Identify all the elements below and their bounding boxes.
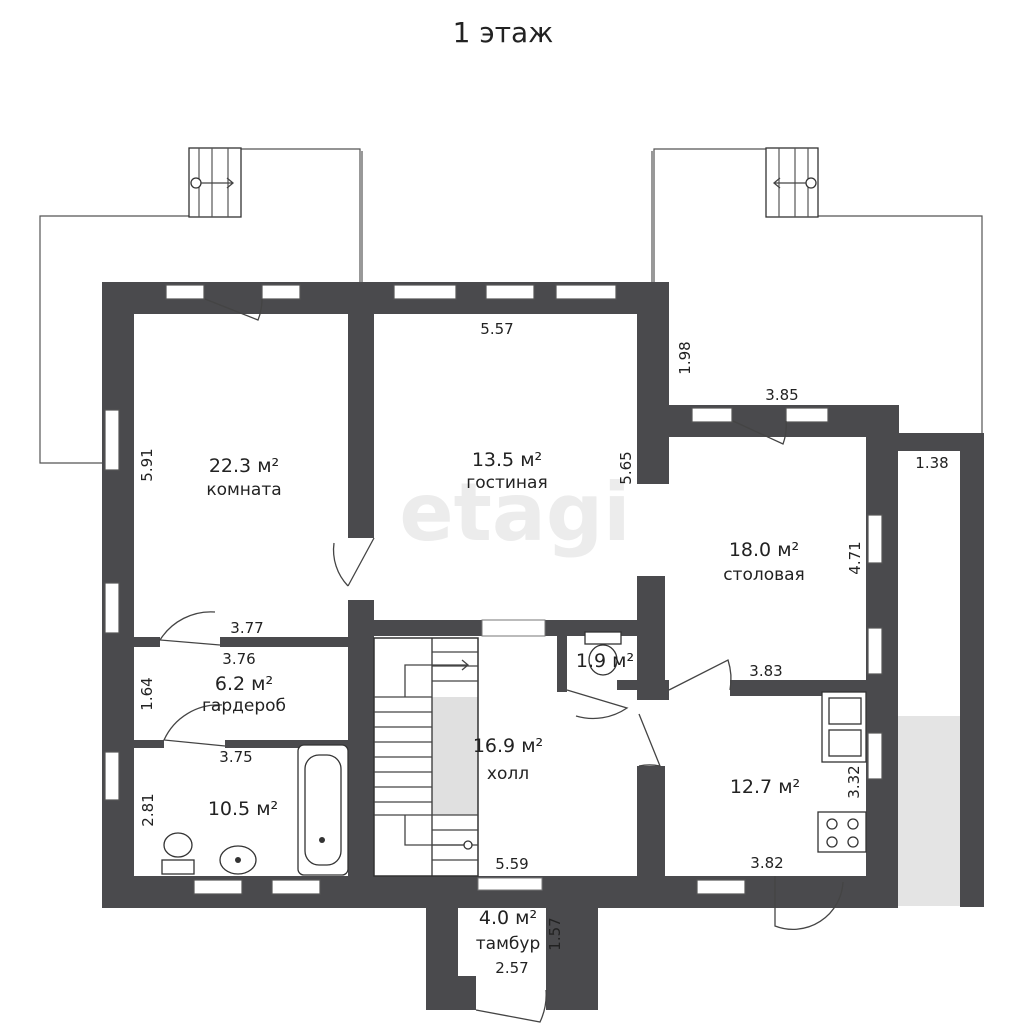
dim-strip-width: 1.38 bbox=[915, 454, 948, 472]
sink-bathroom bbox=[219, 845, 257, 875]
room-area-holl: 16.9 м² bbox=[473, 735, 543, 757]
dim-bathroom-width: 3.75 bbox=[219, 748, 252, 766]
dim-garderob-width: 3.76 bbox=[222, 650, 255, 668]
terrace-right bbox=[651, 148, 983, 433]
watermark: etagi bbox=[399, 466, 630, 559]
room-area-tambur: 4.0 м² bbox=[479, 907, 537, 929]
dim-garderob-height: 1.64 bbox=[138, 677, 156, 710]
dim-kitchen-height: 3.32 bbox=[845, 765, 863, 798]
dim-bathroom-height: 2.81 bbox=[139, 793, 157, 826]
room-area-stolovaya: 18.0 м² bbox=[729, 539, 799, 561]
stair-landing bbox=[432, 697, 478, 815]
terrace-steps-left bbox=[188, 147, 242, 218]
dim-tambur-width: 2.57 bbox=[495, 959, 528, 977]
dim-komnata-bottom: 3.77 bbox=[230, 619, 263, 637]
kitchen-sink bbox=[821, 691, 867, 763]
room-name-gostinaya: гостиная bbox=[466, 473, 547, 493]
room-area-komnata: 22.3 м² bbox=[209, 455, 279, 477]
windows bbox=[104, 284, 883, 895]
room-name-holl: холл bbox=[487, 764, 529, 784]
room-area-gostinaya: 13.5 м² bbox=[472, 449, 542, 471]
floor-title: 1 этаж bbox=[453, 16, 554, 49]
room-name-komnata: комната bbox=[206, 480, 281, 500]
terrace-left bbox=[39, 148, 363, 464]
dim-gostinaya-width: 5.57 bbox=[480, 320, 513, 338]
dim-komnata-height: 5.91 bbox=[138, 448, 156, 481]
room-area-garderob: 6.2 м² bbox=[215, 673, 273, 695]
dim-stolovaya-width: 3.85 bbox=[765, 386, 798, 404]
dim-holl-width: 5.59 bbox=[495, 855, 528, 873]
bathtub bbox=[297, 744, 349, 876]
walls bbox=[102, 282, 984, 1010]
room-area-wc: 1.9 м² bbox=[576, 650, 634, 672]
dim-tambur-height: 1.57 bbox=[546, 917, 564, 950]
stove bbox=[817, 811, 867, 853]
staircase bbox=[373, 637, 479, 877]
dim-stolovaya-height: 4.71 bbox=[846, 541, 864, 574]
dim-gostinaya-height: 5.65 bbox=[617, 451, 635, 484]
dim-stolovaya-bottom: 3.83 bbox=[749, 662, 782, 680]
room-name-tambur: тамбур bbox=[476, 934, 540, 954]
room-area-kitchen: 12.7 м² bbox=[730, 776, 800, 798]
room-area-bathroom: 10.5 м² bbox=[208, 798, 278, 820]
side-strip bbox=[898, 716, 960, 906]
room-name-garderob: гардероб bbox=[202, 696, 286, 716]
terrace-steps-right bbox=[765, 147, 819, 218]
dim-terrace-depth: 1.98 bbox=[676, 341, 694, 374]
dim-kitchen-width: 3.82 bbox=[750, 854, 783, 872]
room-name-stolovaya: столовая bbox=[723, 565, 805, 585]
toilet-bathroom bbox=[161, 832, 195, 875]
doors bbox=[158, 298, 844, 1023]
toilet-wc bbox=[584, 631, 622, 676]
